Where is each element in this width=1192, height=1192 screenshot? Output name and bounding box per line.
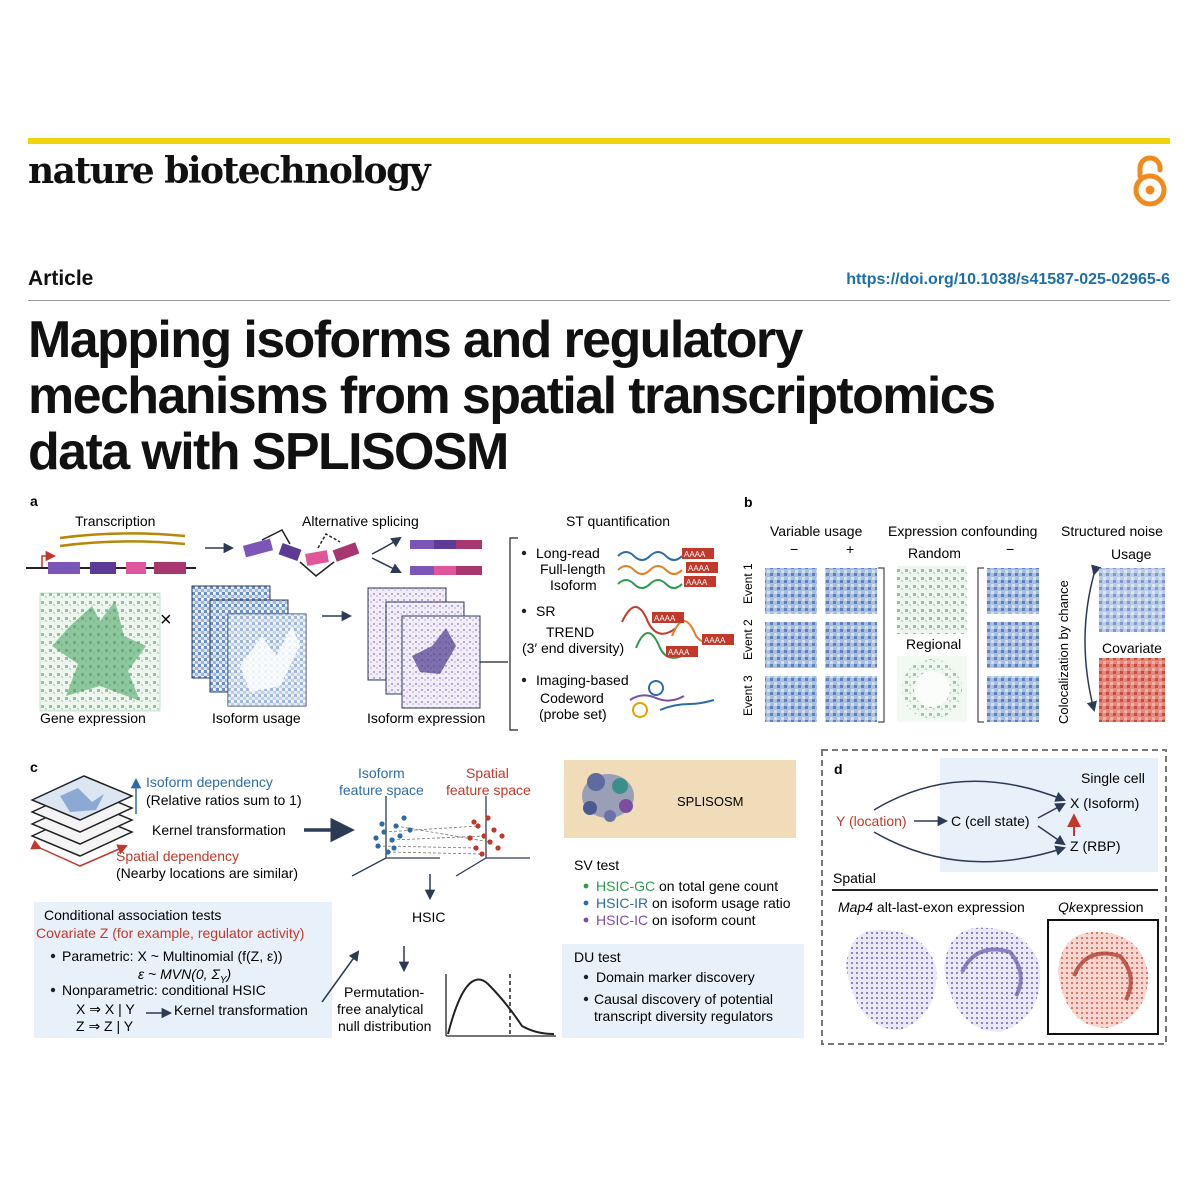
trend-label: TREND bbox=[546, 624, 594, 640]
title-line-2: mechanisms from spatial transcriptomics bbox=[28, 367, 996, 425]
c-cell-state-label: C (cell state) bbox=[951, 813, 1030, 829]
doi-link[interactable]: https://doi.org/10.1038/s41587-025-02965… bbox=[846, 271, 1170, 288]
permutation-label-2: free analytical bbox=[337, 1001, 423, 1017]
random-label: Random bbox=[908, 545, 961, 561]
three-prime-label: (3′ end diversity) bbox=[522, 640, 624, 656]
kernel-transformation-2-label: Kernel transformation bbox=[174, 1002, 308, 1018]
kernel-transformation-label: Kernel transformation bbox=[152, 822, 286, 838]
panel-a-letter: a bbox=[30, 496, 38, 509]
isoform-dependency-label: Isoform dependency bbox=[146, 774, 273, 790]
st-quantification-label: ST quantification bbox=[566, 513, 670, 529]
variable-usage-minus: − bbox=[790, 541, 798, 557]
hsic-ir-row: HSIC-IR on isoform usage ratio bbox=[596, 895, 791, 911]
hsic-gc-row: HSIC-GC on total gene count bbox=[596, 878, 778, 894]
relative-ratios-label: (Relative ratios sum to 1) bbox=[146, 792, 302, 808]
title-line-3: data with SPLISOSM bbox=[28, 423, 509, 481]
isoform-feature-label-1: Isoform bbox=[358, 765, 405, 781]
structured-noise-label: Structured noise bbox=[1061, 523, 1163, 539]
full-length-label: Full-length bbox=[540, 561, 605, 577]
hsic-ic-row: HSIC-IC on isoform count bbox=[596, 912, 756, 928]
du-test-label: DU test bbox=[574, 949, 621, 965]
domain-marker-label: Domain marker discovery bbox=[596, 969, 755, 985]
isoform-feature-label-2: feature space bbox=[339, 782, 424, 798]
panel-b: b Variable usage − + Expression confound… bbox=[741, 496, 1165, 724]
parametric-label: Parametric: X ~ Multinomial (f(Z, ε)) bbox=[62, 948, 283, 964]
covariate-label: Covariate bbox=[1102, 640, 1162, 656]
gene-expression-label: Gene expression bbox=[40, 710, 146, 726]
codeword-label: Codeword bbox=[540, 690, 604, 706]
sr-label: SR bbox=[536, 603, 555, 619]
title-line-1: Mapping isoforms and regulatory bbox=[28, 311, 803, 369]
times-symbol: × bbox=[160, 609, 172, 631]
polya-tag-6: AAAA bbox=[668, 648, 690, 657]
polya-tag-1: AAAA bbox=[684, 550, 706, 559]
isoform-expression-label: Isoform expression bbox=[367, 710, 485, 726]
alternative-splicing-label: Alternative splicing bbox=[302, 513, 419, 529]
long-read-label: Long-read bbox=[536, 545, 600, 561]
polya-tag-5: AAAA bbox=[704, 636, 726, 645]
open-access-lock-icon bbox=[1133, 155, 1167, 207]
variable-usage-label: Variable usage bbox=[770, 523, 863, 539]
panel-d: d Single cell Y (location) C (cell state… bbox=[821, 749, 1167, 1045]
z-rbp-label: Z (RBP) bbox=[1070, 838, 1121, 854]
qk-label: Qkexpression bbox=[1058, 899, 1144, 915]
polya-tag-2: AAAA bbox=[688, 564, 710, 573]
polya-tag-3: AAAA bbox=[686, 578, 708, 587]
permutation-label-3: null distribution bbox=[338, 1018, 431, 1034]
x-given-y-label: X ⇒ X | Y bbox=[76, 1001, 135, 1017]
header-divider bbox=[28, 300, 1170, 301]
z-given-y-label: Z ⇒ Z | Y bbox=[76, 1018, 134, 1034]
conditional-tests-label: Conditional association tests bbox=[44, 907, 221, 923]
causal-label-2: transcript diversity regulators bbox=[594, 1008, 773, 1024]
panel-c-letter: c bbox=[30, 759, 38, 775]
article-type: Article bbox=[28, 267, 94, 290]
event-1-label: Event 1 bbox=[741, 563, 755, 604]
journal-name: nature biotechnology bbox=[28, 150, 431, 192]
event-3-label: Event 3 bbox=[741, 675, 755, 716]
isoform-label: Isoform bbox=[550, 577, 597, 593]
isoform-usage-label: Isoform usage bbox=[212, 710, 301, 726]
polya-tag-4: AAAA bbox=[654, 614, 676, 623]
usage-label: Usage bbox=[1111, 546, 1152, 562]
panel-a: a Transcription Alternative splicing ST … bbox=[26, 496, 734, 731]
spatial-feature-label-1: Spatial bbox=[466, 765, 509, 781]
nonparametric-label: Nonparametric: conditional HSIC bbox=[62, 982, 266, 998]
spatial-dependency-label: Spatial dependency bbox=[116, 848, 239, 864]
panel-b-letter: b bbox=[744, 496, 753, 510]
x-isoform-label: X (Isoform) bbox=[1070, 795, 1139, 811]
spatial-label: Spatial bbox=[833, 870, 876, 886]
hsic-label: HSIC bbox=[412, 909, 445, 925]
spatial-feature-label-2: feature space bbox=[446, 782, 531, 798]
article-title: Mapping isoforms and regulatory mechanis… bbox=[28, 312, 1168, 480]
variable-usage-plus: + bbox=[846, 541, 854, 557]
probe-set-label: (probe set) bbox=[539, 706, 607, 722]
graphical-abstract-figure: a Transcription Alternative splicing ST … bbox=[26, 496, 1167, 1045]
imaging-based-label: Imaging-based bbox=[536, 672, 629, 688]
protein-structure-icon bbox=[582, 773, 634, 822]
confounding-minus: − bbox=[1006, 541, 1014, 557]
event-2-label: Event 2 bbox=[741, 619, 755, 660]
permutation-label-1: Permutation- bbox=[344, 984, 424, 1000]
nearby-locations-label: (Nearby locations are similar) bbox=[116, 865, 298, 881]
sv-test-label: SV test bbox=[574, 857, 619, 873]
regional-label: Regional bbox=[906, 636, 961, 652]
colocalization-label: Colocalization by chance bbox=[1056, 580, 1071, 724]
single-cell-label: Single cell bbox=[1081, 770, 1145, 786]
accent-bar bbox=[28, 138, 1170, 144]
expression-confounding-label: Expression confounding bbox=[888, 523, 1037, 539]
panel-d-letter: d bbox=[834, 761, 843, 777]
causal-label-1: Causal discovery of potential bbox=[594, 991, 773, 1007]
transcription-label: Transcription bbox=[75, 513, 155, 529]
map4-label: Map4 alt-last-exon expression bbox=[838, 899, 1025, 915]
covariate-z-label: Covariate Z (for example, regulator acti… bbox=[36, 925, 304, 941]
splisosm-label: SPLISOSM bbox=[677, 794, 743, 809]
panel-c: c Isoform dependency (Relative ratios su… bbox=[30, 759, 804, 1038]
y-location-label: Y (location) bbox=[836, 813, 907, 829]
epsilon-label: ε ~ MVN(0, ΣY) bbox=[138, 966, 231, 986]
